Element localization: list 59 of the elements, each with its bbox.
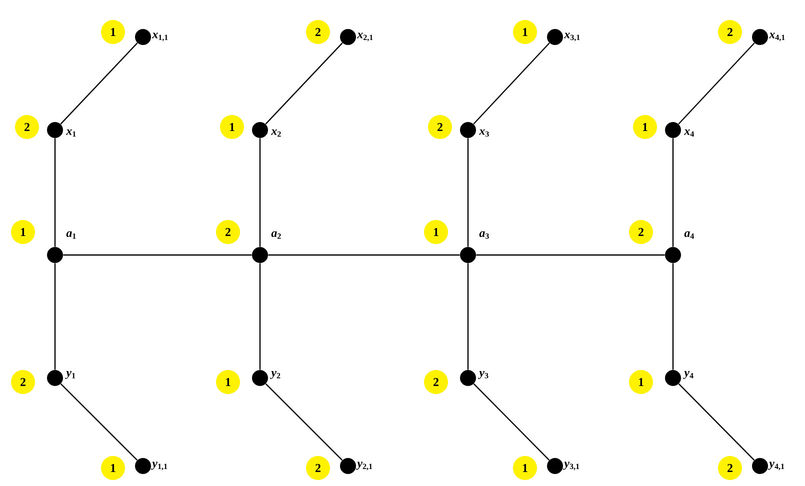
color-badge: 2 [428, 115, 452, 139]
vertex-label: a$_{2}$ [271, 231, 281, 239]
color-badge: 1 [216, 370, 240, 394]
vertex-label: y$_{1}$ [65, 370, 76, 380]
vertex-label: x$_{3,1}$ [564, 32, 580, 42]
color-badge: 2 [306, 20, 330, 44]
edge-line [54, 263, 56, 370]
color-badge: 1 [101, 456, 125, 480]
color-badge: 2 [718, 20, 742, 44]
color-badge: 2 [424, 370, 448, 394]
vertex-label: x$_{2}$ [271, 129, 281, 137]
vertex-label: a$_{3}$ [479, 231, 489, 239]
color-badge: 2 [11, 370, 35, 394]
color-badge: 1 [629, 370, 653, 394]
edge-line [259, 138, 261, 247]
vertex-label: y$_{3,1}$ [563, 462, 580, 470]
edge-line [467, 263, 469, 370]
vertex-label: y$_{4}$ [683, 370, 694, 380]
color-badge: 1 [633, 115, 657, 139]
edge-line [60, 42, 138, 124]
edge-line [473, 42, 550, 124]
color-badge: 2 [15, 115, 39, 139]
vertex-label: x$_{3}$ [479, 129, 489, 137]
edge-line [54, 138, 56, 247]
color-badge: 1 [513, 20, 537, 44]
color-badge: 1 [220, 115, 244, 139]
color-badge: 2 [306, 456, 330, 480]
vertex-label: y$_{3}$ [478, 370, 488, 380]
edge-line [473, 383, 550, 461]
color-badge: 1 [424, 220, 448, 244]
vertex-label: x$_{2,1}$ [357, 32, 373, 42]
vertex-label: a$_{4}$ [684, 231, 694, 239]
edge-line [678, 383, 755, 461]
edge-line [259, 263, 261, 370]
edge-line [672, 263, 674, 370]
vertex-label: x$_{4,1}$ [769, 32, 785, 42]
color-badge: 2 [629, 220, 653, 244]
edge-line [678, 42, 755, 124]
vertex-label: x$_{1}$ [66, 129, 76, 137]
vertex-label: y$_{2,1}$ [356, 462, 372, 470]
vertex-label: x$_{1,1}$ [152, 32, 168, 42]
vertex-label: y$_{1,1}$ [151, 462, 168, 470]
color-badge: 1 [11, 220, 35, 244]
vertex-label: y$_{2}$ [270, 370, 280, 380]
vertex-label: y$_{4,1}$ [768, 462, 784, 470]
color-badge: 2 [216, 220, 240, 244]
edge-line [265, 383, 343, 461]
edge-line [265, 42, 343, 124]
edge-line [672, 138, 674, 247]
edge-line [268, 254, 460, 256]
color-badge: 1 [101, 20, 125, 44]
vertex-label: x$_{4}$ [684, 129, 694, 137]
color-badge: 2 [718, 456, 742, 480]
edge-line [476, 254, 665, 256]
edge-line [467, 138, 469, 247]
edge-line [60, 383, 138, 461]
vertex-label: a$_{1}$ [66, 231, 76, 239]
edge-line [63, 254, 252, 256]
color-badge: 1 [513, 456, 537, 480]
